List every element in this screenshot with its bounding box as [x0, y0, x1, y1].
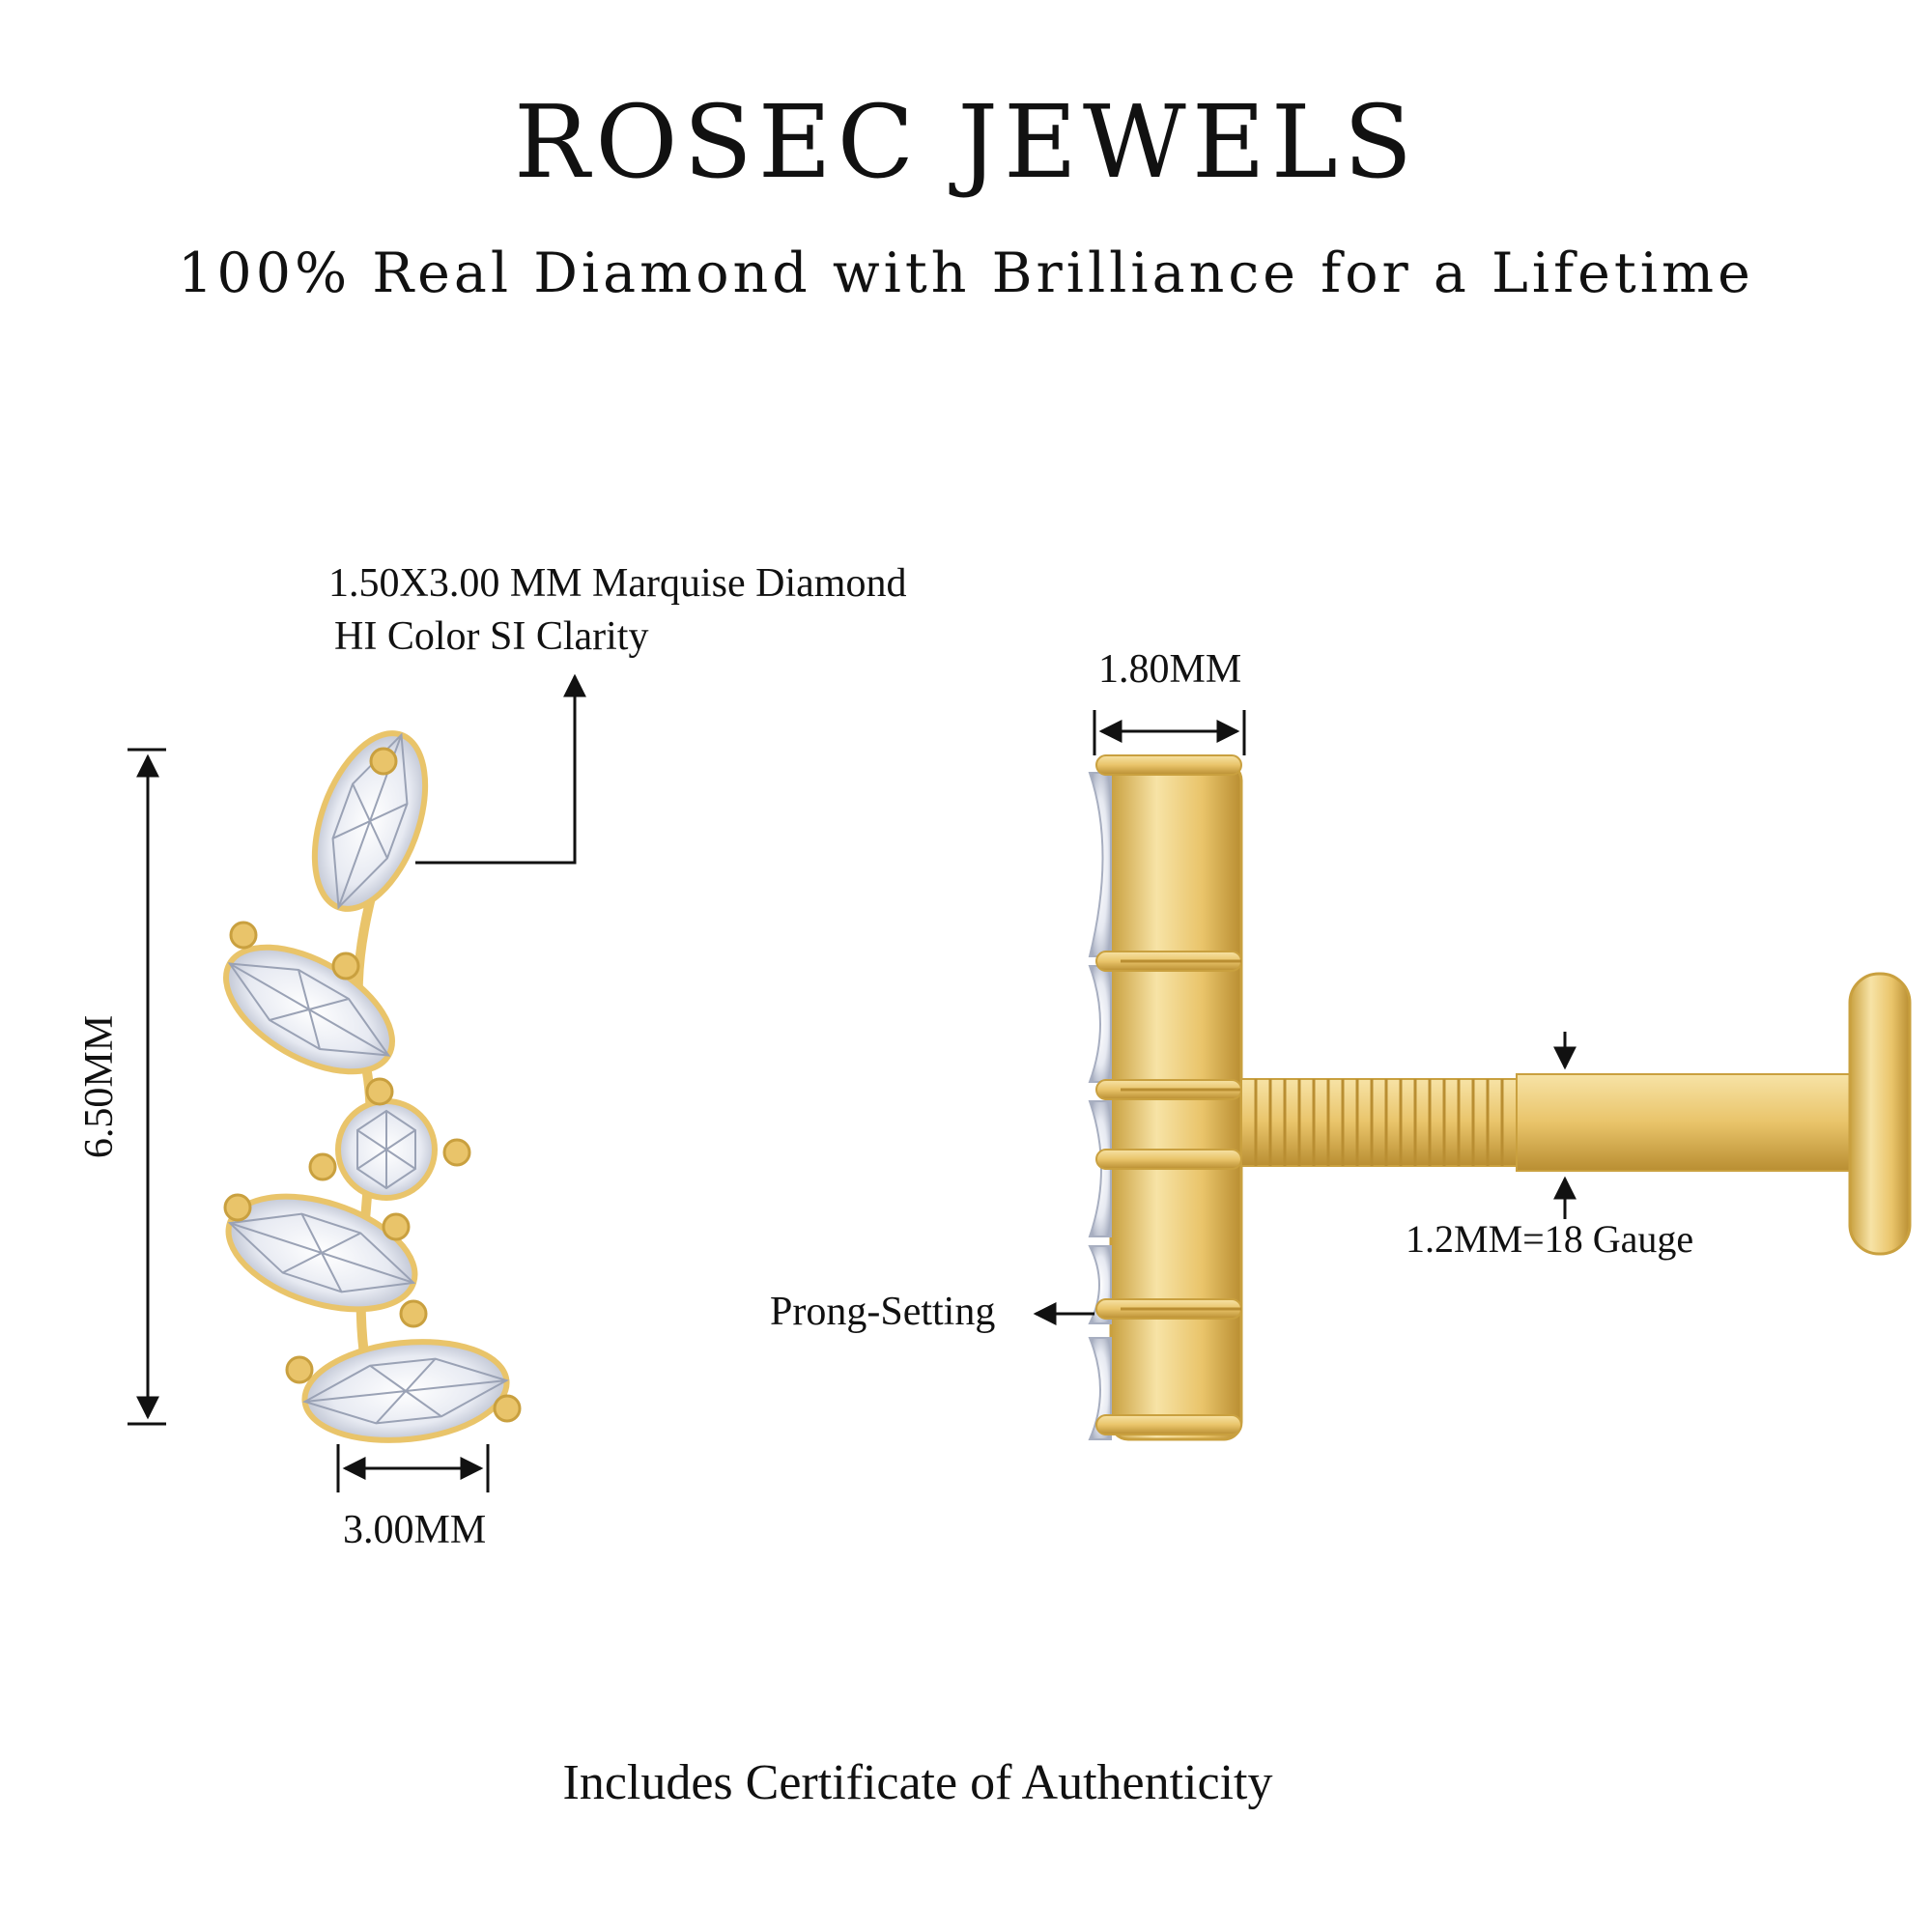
flat-disc-back	[1848, 972, 1912, 1256]
marquise-diamond-4	[301, 1339, 510, 1443]
marquise-diamond-1	[311, 730, 429, 912]
earring-side-view	[1088, 754, 1912, 1441]
height-dimension	[128, 748, 166, 1426]
gold-back-plate	[1109, 761, 1243, 1441]
stone-spec-line2: HI Color SI Clarity	[334, 614, 649, 659]
stone-callout-leader	[415, 673, 586, 865]
marquise-diamond-2	[223, 944, 395, 1075]
footer-certificate: Includes Certificate of Authenticity	[562, 1755, 1273, 1810]
side-diamonds	[1088, 772, 1112, 1440]
smooth-post	[1516, 1073, 1865, 1172]
threaded-post	[1240, 1078, 1518, 1167]
tagline: 100% Real Diamond with Brilliance for a …	[178, 242, 1754, 305]
earring-front-view	[223, 730, 522, 1443]
prongs	[223, 747, 522, 1423]
depth-label: 1.80MM	[1098, 647, 1242, 692]
gauge-label: 1.2MM=18 Gauge	[1406, 1217, 1694, 1261]
stone-spec-line1: 1.50X3.00 MM Marquise Diamond	[328, 561, 907, 606]
width-label: 3.00MM	[343, 1508, 487, 1552]
depth-dimension	[1093, 710, 1246, 755]
height-label: 6.50MM	[77, 1014, 122, 1159]
brand-title: ROSEC JEWELS	[513, 83, 1419, 201]
round-diamond	[335, 1098, 438, 1201]
thread-lines	[1254, 1079, 1504, 1166]
marquise-diamond-3	[225, 1193, 418, 1313]
prong-setting-label: Prong-Setting	[770, 1290, 996, 1334]
width-dimension	[336, 1444, 490, 1492]
